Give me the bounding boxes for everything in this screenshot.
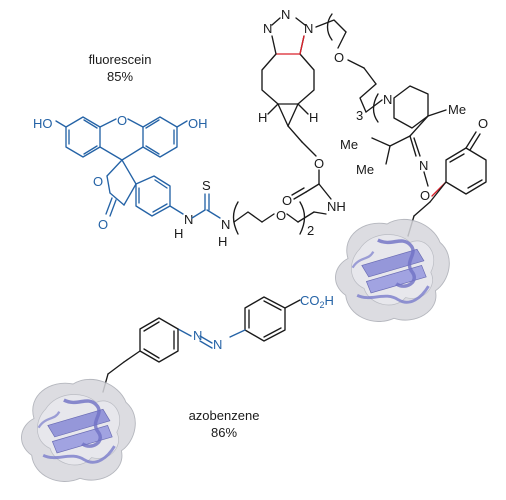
piperidine-oxime: Me Me Me N O xyxy=(340,85,466,203)
carbamate: O O xyxy=(282,125,332,208)
triazole-n3-label: N xyxy=(304,21,313,36)
linker-repeat-count: 3 xyxy=(356,108,363,123)
bcn-triazole-core: H H N N N xyxy=(258,7,318,127)
carbamate-o-ester-label: O xyxy=(314,156,324,171)
azo-n-right-label: N xyxy=(213,337,222,352)
stereo-h-left-label: H xyxy=(258,110,267,125)
carbonyl-o-label: O xyxy=(98,217,108,232)
triazole-n1-label: N xyxy=(263,21,272,36)
me-label: Me xyxy=(448,102,466,117)
co2h-label: CO2H xyxy=(300,293,334,310)
protein-left xyxy=(19,377,138,484)
alkyl-ether-chain: O 3 N xyxy=(315,13,392,123)
fluorescein-yield-label: 85% xyxy=(107,69,133,84)
peg-repeat-count: 2 xyxy=(307,223,314,238)
thio-s-label: S xyxy=(202,178,211,193)
carbamate-o-double-label: O xyxy=(282,193,292,208)
ring-o-label: O xyxy=(117,113,127,128)
thiourea-peg-linker: N H S N H O 2 NH xyxy=(174,178,346,249)
ho-left-label: HO xyxy=(33,116,53,131)
triazole-n2-label: N xyxy=(281,7,290,22)
azobenzene-structure: CO2H N N xyxy=(102,293,334,393)
azobenzene-yield-label: 86% xyxy=(211,425,237,440)
oxime-n-label: N xyxy=(419,158,428,173)
isopropyl-me-2-label: Me xyxy=(356,162,374,177)
lactone-o-label: O xyxy=(93,174,103,189)
peg-o-label: O xyxy=(276,208,286,223)
dienone-ring: O xyxy=(407,116,488,237)
stereo-h-right-label: H xyxy=(309,110,318,125)
fluorescein-name-label: fluorescein xyxy=(89,52,152,67)
isopropyl-me-1-label: Me xyxy=(340,137,358,152)
peg-n-h-label: H xyxy=(218,234,227,249)
piperidine-n-label: N xyxy=(383,92,392,107)
nh-label: NH xyxy=(327,199,346,214)
dienone-o-label: O xyxy=(478,116,488,131)
azobenzene-name-label: azobenzene xyxy=(189,408,260,423)
oxime-o-label: O xyxy=(420,188,430,203)
ether-o-label: O xyxy=(334,50,344,65)
fluorescein-structure: fluorescein 85% HO O OH O O xyxy=(33,52,208,232)
azo-n-left-label: N xyxy=(193,328,202,343)
protein-right xyxy=(333,217,452,324)
thiourea-n-h-label: H xyxy=(174,226,183,241)
peg-n-label: N xyxy=(221,217,230,232)
thiourea-n-label: N xyxy=(184,212,193,227)
oh-right-label: OH xyxy=(188,116,208,131)
